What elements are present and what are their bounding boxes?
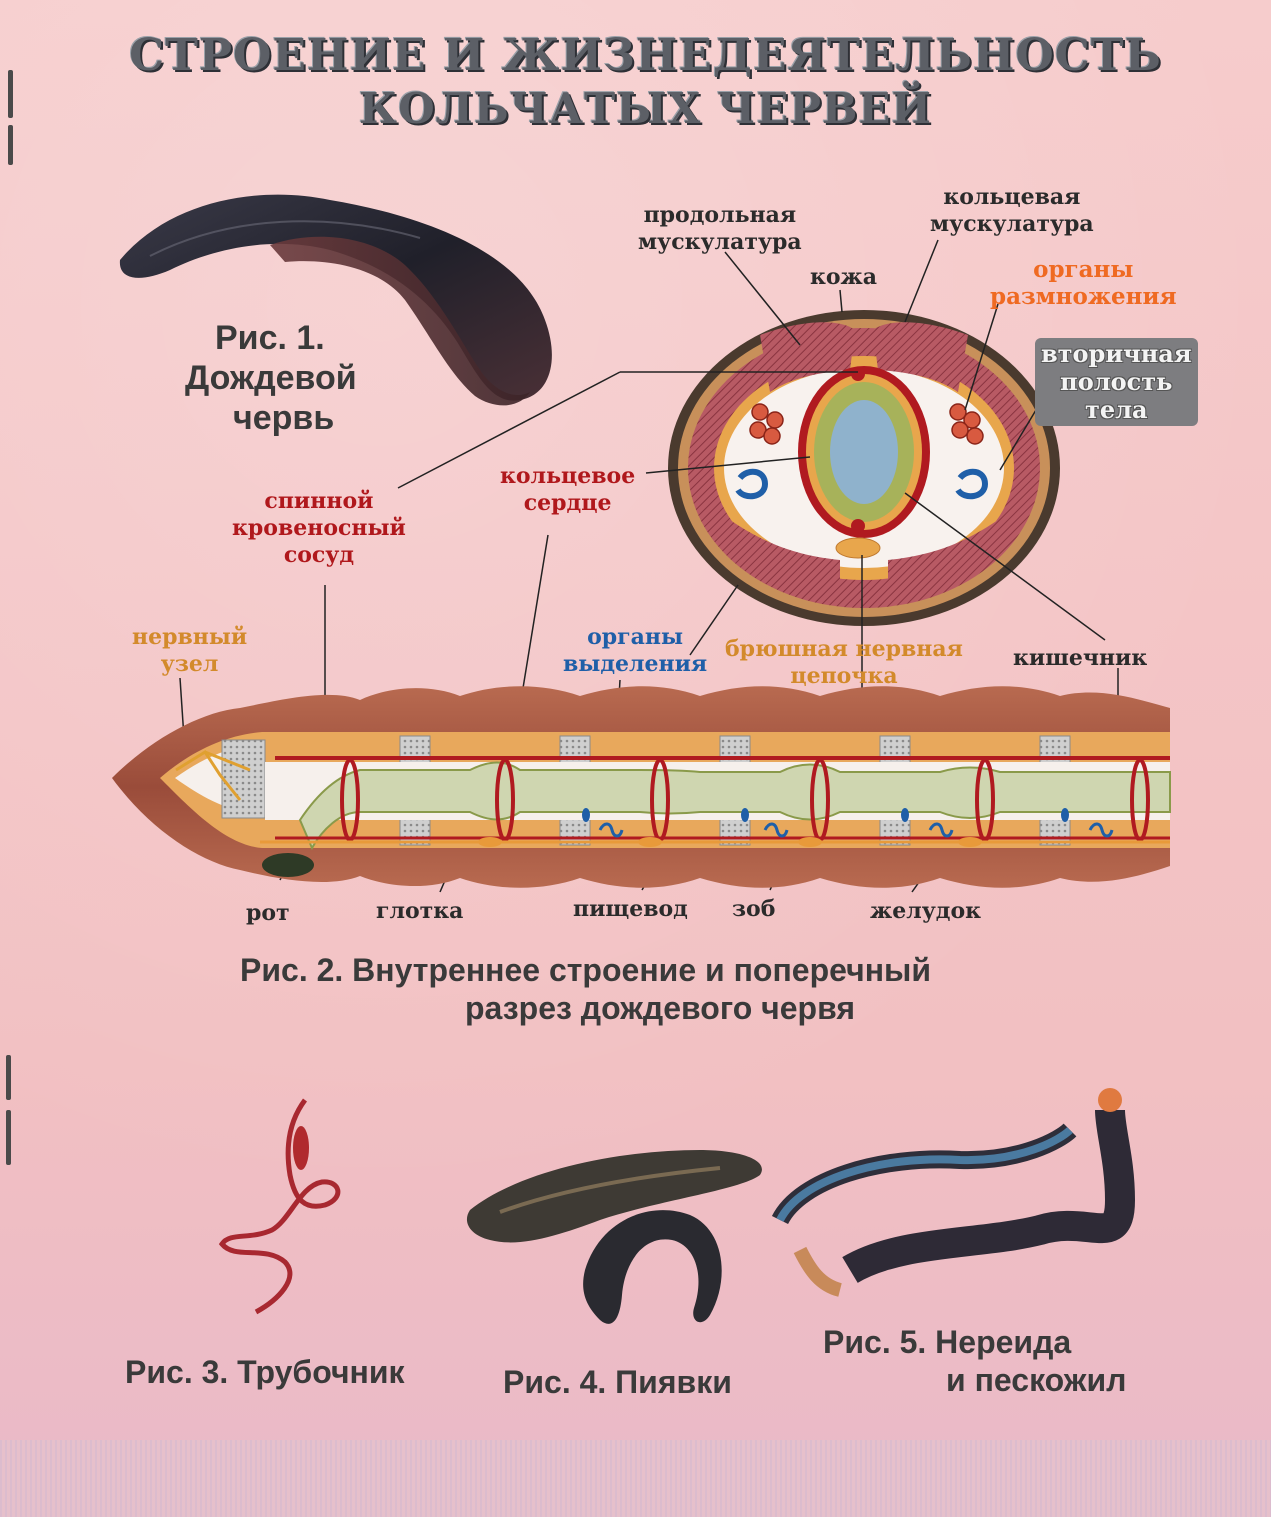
fig2-caption-line1: Рис. 2. Внутреннее строение и поперечный	[240, 952, 932, 988]
fig1-caption-line2: Дождевой	[185, 359, 357, 397]
label-longitudinal-muscle: продольная мускулатура	[638, 202, 802, 255]
fig4-caption: Рис. 4. Пиявки	[503, 1364, 732, 1400]
binder-mark	[6, 1055, 11, 1100]
label-secondary-body-cavity: вторичная полость тела	[1035, 338, 1198, 426]
label-esophagus: пищевод	[573, 896, 688, 922]
label-circular-muscle: кольцевая мускулатура	[930, 184, 1094, 237]
fig5-caption-line1: Рис. 5. Нереида	[823, 1324, 1072, 1360]
label-pharynx: глотка	[376, 898, 464, 924]
longitudinal-section-diagram	[112, 686, 1171, 888]
label-skin: кожа	[810, 264, 878, 290]
label-intestine: кишечник	[1013, 645, 1148, 671]
label-mouth: рот	[246, 900, 290, 926]
scan-edge	[0, 1440, 1271, 1517]
label-stomach: желудок	[870, 898, 982, 924]
fig2-caption-line2: разрез дождевого червя	[465, 990, 855, 1026]
binder-mark	[8, 125, 13, 165]
label-nerve-ganglion: нервный узел	[132, 624, 248, 677]
fig1-caption-line3: червь	[233, 399, 335, 437]
leeches-illustration	[466, 1150, 762, 1324]
earthworm-illustration	[119, 194, 552, 406]
label-ventral-nerve-cord: брюшная нервная цепочка	[725, 636, 963, 689]
fig3-caption: Рис. 3. Трубочник	[125, 1354, 405, 1390]
label-dorsal-blood-vessel: спинной кровеносный сосуд	[232, 488, 406, 568]
fig1-caption-line1: Рис. 1.	[215, 319, 325, 357]
label-excretory-organs: органы выделения	[563, 624, 708, 677]
label-reproductive-organs: органы размножения	[990, 256, 1177, 310]
label-ring-heart: кольцевое сердце	[500, 463, 636, 516]
binder-mark	[6, 1110, 11, 1165]
tubifex-illustration	[218, 1098, 341, 1315]
page-title-line2: КОЛЬЧАТЫХ ЧЕРВЕЙ	[358, 84, 933, 133]
binder-mark	[8, 70, 13, 118]
label-crop: зоб	[732, 896, 776, 922]
page-title-line1: СТРОЕНИЕ И ЖИЗНЕДЕЯТЕЛЬНОСТЬ	[129, 30, 1162, 81]
fig5-caption-line2: и пескожил	[946, 1362, 1127, 1398]
nereid-lugworm-illustration	[771, 1088, 1136, 1297]
cross-section-diagram	[668, 310, 1060, 626]
